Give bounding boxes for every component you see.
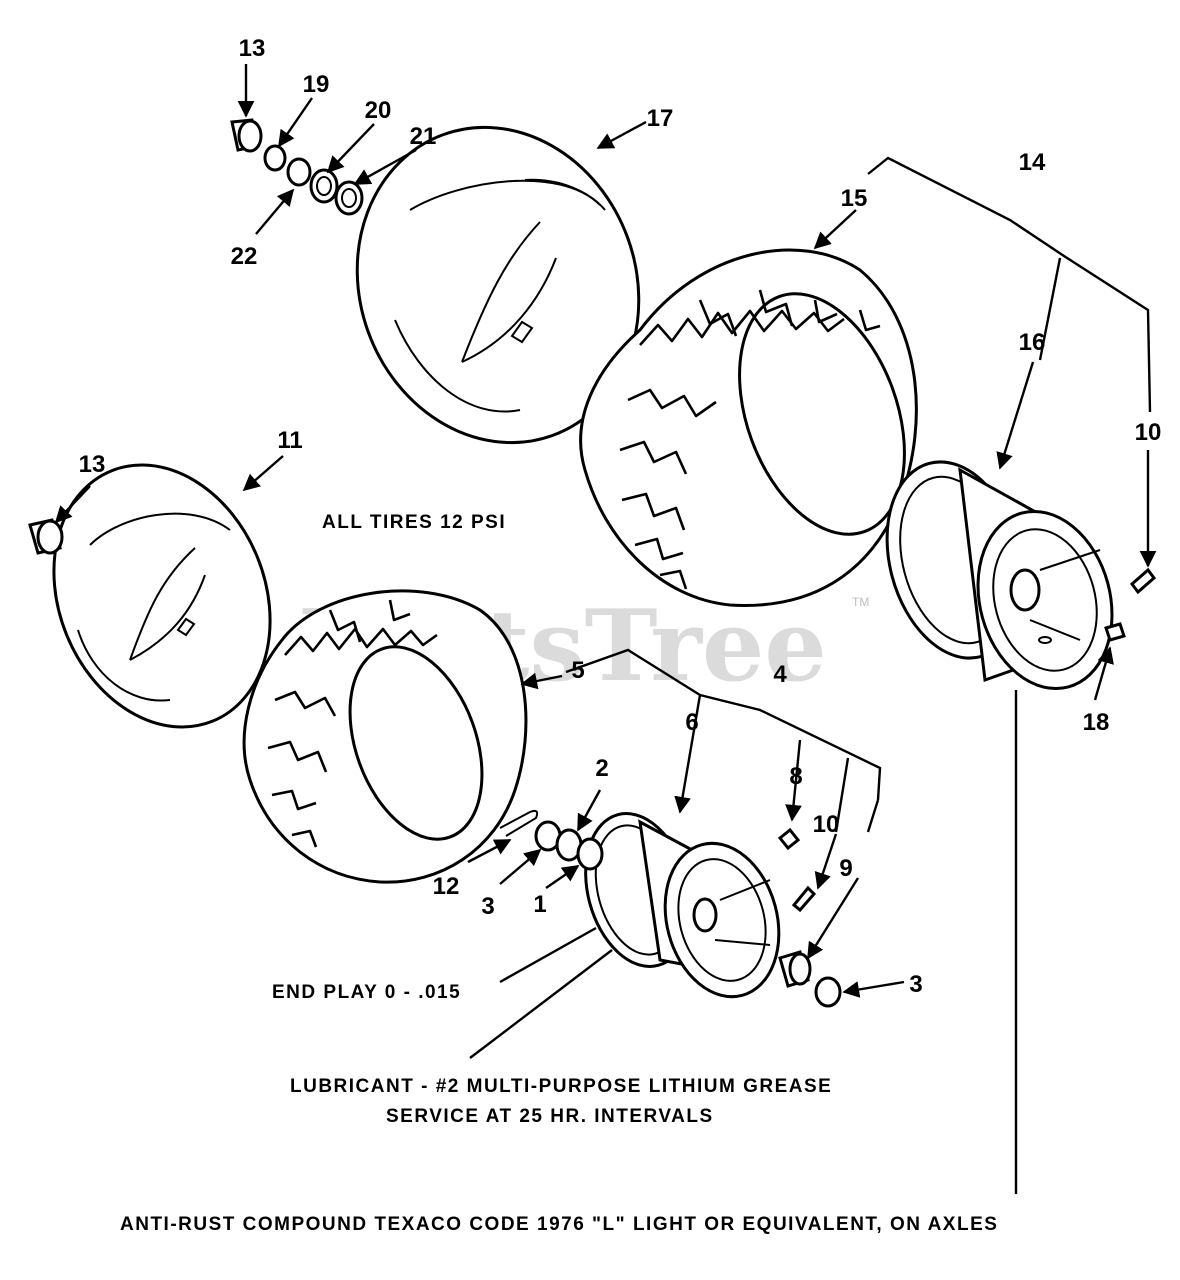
- bushing-9: [778, 950, 812, 988]
- diagram-notes: ALL TIRES 12 PSI END PLAY 0 - .015 LUBRI…: [120, 512, 998, 1235]
- callout-12: 12: [433, 873, 460, 900]
- valve-stem-10-rear: [1129, 567, 1157, 595]
- callout-11: 11: [277, 427, 302, 454]
- watermark-trademark: TM: [852, 595, 869, 609]
- callout-8: 8: [789, 763, 802, 790]
- grease-fitting-8: [777, 827, 801, 851]
- washer-3-rear: [814, 976, 842, 1008]
- note-end-play: END PLAY 0 - .015: [272, 982, 461, 1003]
- callout-15: 15: [841, 185, 868, 212]
- callout-22: 22: [231, 243, 258, 270]
- callout-10-rear: 10: [1135, 419, 1162, 446]
- callout-13-front: 13: [79, 451, 106, 478]
- front-wheel-rim: [584, 812, 781, 999]
- cotter-pin-12: [499, 809, 539, 837]
- front-tire: [242, 589, 528, 884]
- note-anti-rust: ANTI-RUST COMPOUND TEXACO CODE 1976 "L" …: [120, 1214, 998, 1235]
- washer-21: [334, 180, 364, 216]
- bushing-13-front: [28, 518, 64, 555]
- note-tire-pressure: ALL TIRES 12 PSI: [322, 512, 506, 533]
- callout-2: 2: [595, 755, 608, 782]
- callout-10-front: 10: [813, 811, 840, 838]
- bushing-13-rear: [230, 118, 263, 153]
- bearing-1: [576, 837, 604, 871]
- callout-3-rear: 3: [909, 971, 922, 998]
- rear-tire: [579, 248, 918, 607]
- valve-cap-18: [1104, 622, 1126, 642]
- callout-9: 9: [839, 855, 852, 882]
- callout-3-front: 3: [481, 893, 494, 920]
- washer-19: [263, 144, 287, 172]
- callout-14: 14: [1019, 149, 1046, 176]
- callout-17: 17: [647, 105, 674, 132]
- front-inner-tube: [52, 463, 272, 729]
- rear-inner-tube: [355, 125, 641, 445]
- washer-20: [309, 168, 339, 204]
- callout-13-rear: 13: [239, 35, 266, 62]
- valve-stem-10-front: [791, 885, 817, 913]
- callout-16: 16: [1019, 329, 1046, 356]
- callout-20: 20: [365, 97, 392, 124]
- rear-wheel-rim: [885, 460, 1114, 691]
- leader-lines: [54, 64, 1157, 1194]
- callout-5: 5: [571, 657, 584, 684]
- note-lubricant: LUBRICANT - #2 MULTI-PURPOSE LITHIUM GRE…: [290, 1076, 832, 1097]
- callout-21: 21: [410, 123, 437, 150]
- callout-18: 18: [1083, 709, 1110, 736]
- callout-6: 6: [685, 709, 698, 736]
- note-service-interval: SERVICE AT 25 HR. INTERVALS: [386, 1106, 714, 1127]
- callout-labels: 13 19 20 21 22 17 15 14 16 10 18 13 11 5…: [79, 35, 1162, 998]
- callout-1: 1: [533, 891, 546, 918]
- callout-4: 4: [773, 661, 787, 688]
- washer-22: [286, 157, 312, 187]
- callout-19: 19: [303, 71, 330, 98]
